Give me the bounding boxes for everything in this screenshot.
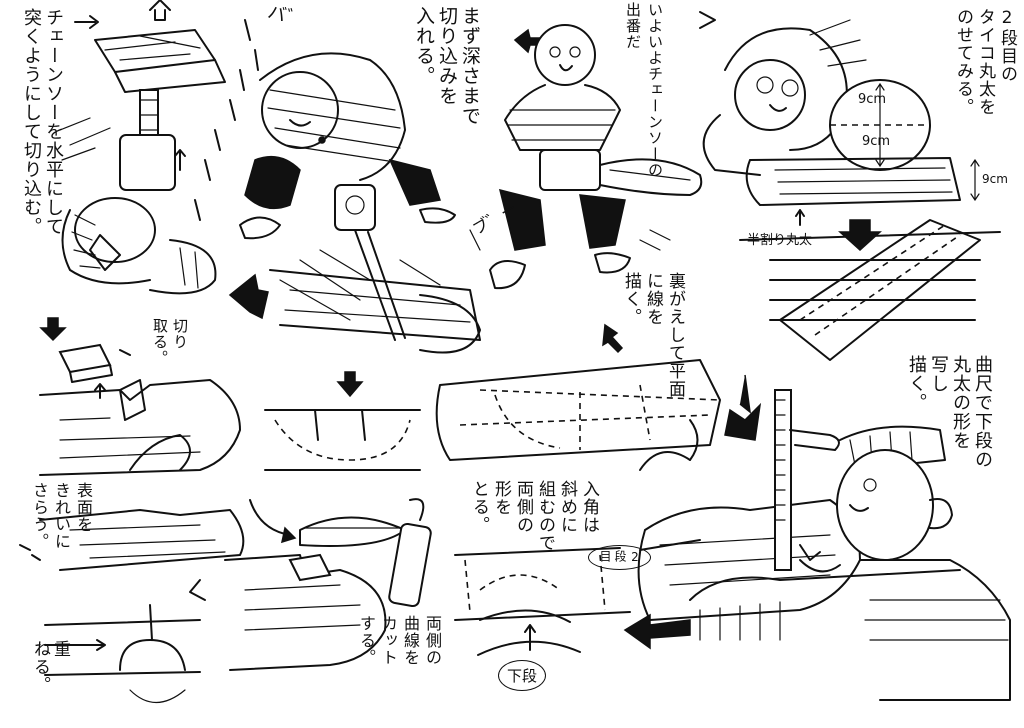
caption-notch-angle: 入角は 斜めに 組むので 両側の 形を とる。	[469, 480, 599, 552]
arrow-down-icon	[725, 405, 760, 440]
panel-stack-log	[700, 12, 1000, 240]
panel-cut-curve	[190, 499, 432, 670]
man-head	[735, 60, 805, 130]
panel-flip-mark	[770, 220, 980, 360]
chainsaw-bar	[300, 518, 405, 547]
dark-pants	[245, 157, 300, 209]
panel-clean-surface	[20, 510, 243, 570]
arrow-down-left-icon	[603, 325, 622, 352]
arrow-left-icon	[120, 350, 130, 355]
caption-remove: 切り 取る。	[151, 318, 189, 366]
panel-notch-diagram	[455, 540, 700, 655]
caption-cut-curve: 両側の 曲線を カット する。	[357, 615, 442, 666]
label-dim-upper: 9cm	[858, 92, 887, 107]
caption-clean-surface: 表面を きれいに さらう。	[30, 482, 93, 550]
caption-plunge-cut: チェーンソーを水平にして 突くようにして切り込む。	[21, 8, 64, 236]
label-second-tier: 2 段 目	[588, 545, 651, 570]
label-dim-log: 9cm	[982, 172, 1008, 186]
panel-stack	[45, 605, 200, 703]
arrow-up-icon	[150, 0, 170, 20]
chainsaw-body	[388, 523, 431, 607]
half-log	[780, 220, 980, 360]
caption-cut-depth: まず深さまで 切り込みを 入れる。	[413, 6, 481, 126]
arrow-right-icon	[75, 16, 98, 28]
arrow-left-icon	[625, 615, 690, 648]
arrow-left-icon	[190, 580, 205, 600]
caption-flip-mark: 裏がえして平面 に線を 描く。	[621, 272, 685, 398]
arrow-up-icon	[525, 625, 535, 650]
chainsaw-body	[335, 185, 375, 230]
carpenter-square	[775, 390, 791, 570]
arrow-down-icon	[840, 220, 880, 250]
panel-trace	[639, 375, 1010, 700]
chainsaw-bar	[600, 159, 701, 195]
panel-remove-block	[40, 318, 240, 475]
caption-chainsaw-turn: いよいよチェーンソーの 出番だ	[624, 2, 664, 178]
panel-mid-cut	[265, 372, 420, 470]
arrow-icon	[700, 12, 715, 28]
chainsaw-body	[120, 135, 175, 190]
chainsaw-bar	[355, 230, 395, 340]
chainsaw-body	[540, 150, 600, 190]
caption-trace: 曲尺で下段の 丸太の形を 写し 描く。	[906, 355, 993, 469]
panel-cut-depth	[195, 20, 480, 353]
panel-chainsaw-turn	[470, 25, 701, 288]
panel-plunge-cut	[60, 0, 225, 293]
arrow-right-icon	[45, 640, 105, 650]
caption-stack: 重 ねる。	[30, 640, 70, 694]
chainsaw-bar	[130, 435, 190, 470]
arrow-down-icon	[41, 318, 65, 340]
dark-pants	[500, 190, 545, 250]
arrow-left-icon	[230, 275, 268, 318]
label-half-log: 半割り丸太	[747, 233, 813, 248]
label-dim-lower: 9cm	[862, 134, 891, 149]
caption-stack-log: 2段目の タイコ丸太を のせてみる。	[953, 8, 1017, 116]
arrow-down-icon	[740, 375, 750, 412]
arrow-up-icon	[175, 150, 185, 170]
man-head	[535, 25, 595, 85]
panel-layout-log	[437, 325, 760, 470]
arrow-down-icon	[338, 372, 362, 396]
label-lower-tier: 下段	[498, 660, 547, 691]
